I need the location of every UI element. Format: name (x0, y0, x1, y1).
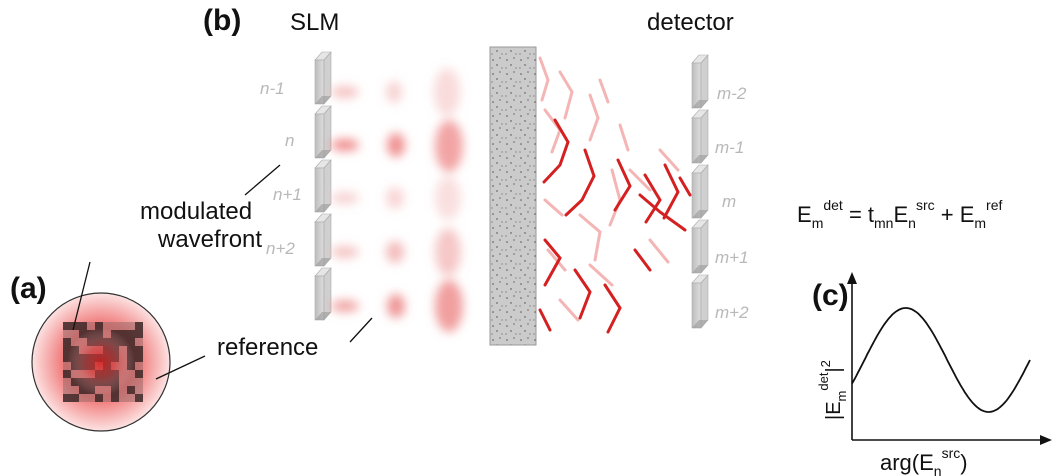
detector-pixel (691, 219, 709, 274)
checker-cell (71, 322, 79, 330)
slm-pixel (314, 159, 332, 213)
checker-cell (95, 394, 103, 402)
field-equation: Emdet = tmnEnsrc + Emref (797, 197, 1002, 231)
modulated-pointer-line (72, 261, 91, 331)
checker-cell (127, 322, 135, 330)
checker-cell (135, 338, 143, 346)
checker-cell (135, 330, 143, 338)
detector-pixel (691, 54, 709, 109)
checker-cell (135, 378, 143, 386)
checker-cell (135, 394, 143, 402)
checker-cell (119, 386, 127, 394)
scattering-medium (489, 46, 537, 346)
panel-c-label: (c) (812, 279, 849, 312)
intensity-curve (851, 307, 1031, 413)
slm-pixel (314, 51, 332, 105)
checker-cell (63, 338, 71, 346)
panel-b-label: (b) (203, 4, 241, 37)
detector-pixel-column (691, 54, 709, 329)
slm-pixel (314, 213, 332, 267)
checker-cell (135, 354, 143, 362)
checker-cell (63, 386, 71, 394)
slm-index-label: n+1 (273, 185, 302, 204)
checker-cell (111, 322, 119, 330)
detector-pixel (691, 164, 709, 219)
checker-cell (71, 330, 79, 338)
detector-index-label: m-2 (717, 84, 747, 103)
checker-cell (127, 394, 135, 402)
detector-label: detector (647, 9, 734, 36)
detector-index-label: m+2 (715, 303, 749, 322)
slm-index-label: n-1 (260, 79, 285, 98)
detector-index-label: m+1 (715, 248, 749, 267)
plot-x-label: arg(Ensrc) (880, 445, 968, 476)
slm-pixel-column (314, 51, 332, 321)
checker-cell (103, 322, 111, 330)
x-axis-arrow-icon (1040, 435, 1052, 445)
checker-cell (119, 394, 127, 402)
slm-disc (31, 292, 171, 432)
reference-pointer-line-2 (349, 317, 373, 343)
slm-pixel (314, 105, 332, 159)
checker-cell (119, 322, 127, 330)
checker-cell (63, 322, 71, 330)
checker-cell (127, 330, 135, 338)
detector-pixel (691, 109, 709, 164)
checker-cell (79, 394, 87, 402)
checker-cell (111, 394, 119, 402)
slm-pixel (314, 267, 332, 321)
modulated-label-line1: modulated (140, 198, 252, 225)
checker-cell (135, 386, 143, 394)
reference-pointer-line (155, 355, 206, 380)
checker-cell (63, 330, 71, 338)
checker-cell (103, 394, 111, 402)
checker-cell (135, 362, 143, 370)
modulated-label-line2: wavefront (157, 226, 262, 253)
slm-index-label: n (285, 131, 294, 150)
checker-cell (63, 370, 71, 378)
checker-cell (127, 386, 135, 394)
n-pointer-line (244, 164, 281, 196)
panel-a-label: (a) (10, 272, 47, 305)
checkerboard-pattern (63, 322, 143, 402)
detector-index-label: m (722, 192, 736, 211)
checker-cell (71, 386, 79, 394)
plot-y-label: |Emdet|2 (816, 360, 849, 420)
checker-cell (87, 322, 95, 330)
checker-cell (63, 378, 71, 386)
checker-cell (63, 354, 71, 362)
checker-cell (63, 394, 71, 402)
detector-pixel (691, 274, 709, 329)
reference-label: reference (217, 334, 318, 361)
checker-cell (135, 322, 143, 330)
checker-cell (63, 346, 71, 354)
checker-cell (79, 322, 87, 330)
checker-spot (67, 328, 135, 396)
checker-cell (127, 338, 135, 346)
checker-cell (95, 322, 103, 330)
checker-cell (135, 370, 143, 378)
checker-cell (63, 362, 71, 370)
checker-cell (135, 346, 143, 354)
detector-index-label: m-1 (715, 138, 744, 157)
slm-label: SLM (290, 9, 339, 36)
checker-cell (119, 330, 127, 338)
y-axis-arrow-icon (847, 272, 857, 284)
checker-cell (71, 394, 79, 402)
slm-index-label: n+2 (266, 239, 295, 258)
checker-cell (87, 394, 95, 402)
beam-propagation (331, 68, 463, 332)
scattered-wavefronts (538, 56, 692, 334)
intensity-plot: |Emdet|2 arg(Ensrc) (816, 272, 1052, 476)
checker-cell (127, 378, 135, 386)
